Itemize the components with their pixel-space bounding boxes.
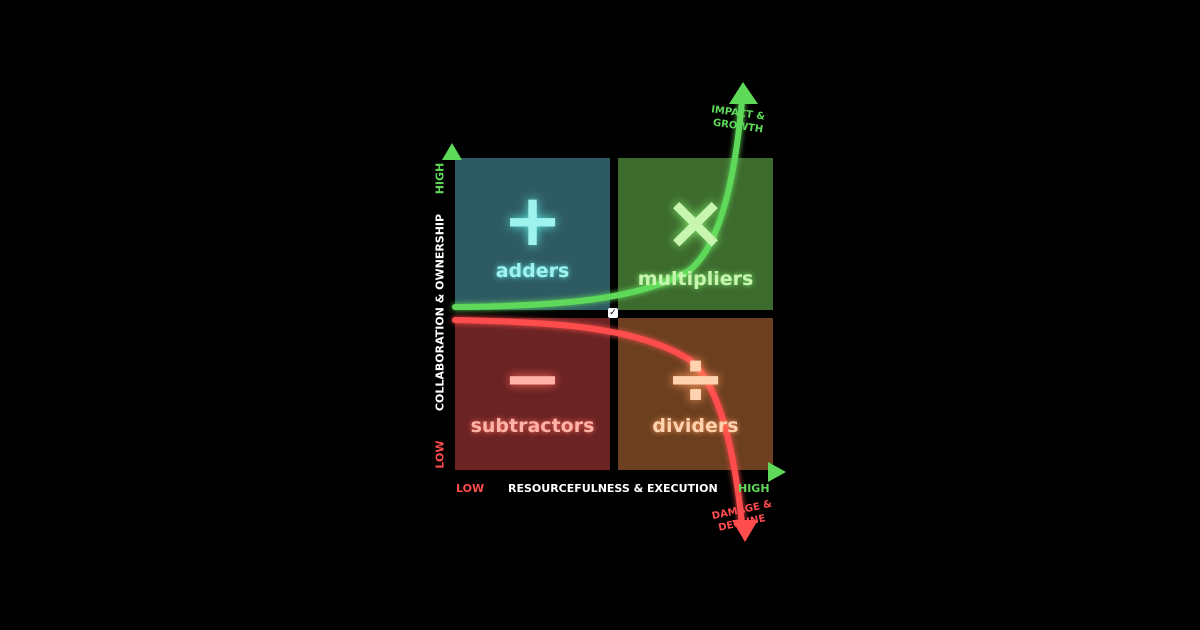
quadrant-multipliers-label: multipliers (637, 268, 754, 290)
y-axis-high-label: HIGH (433, 162, 447, 195)
growth-arrow-icon (729, 82, 758, 104)
y-axis-title: COLLABORATION & OWNERSHIP (433, 213, 447, 412)
subtractors-minus-icon: − (502, 336, 563, 420)
decline-arrow-icon (732, 520, 758, 542)
x-axis-title: RESOURCEFULNESS & EXECUTION (508, 482, 718, 495)
growth-curve (452, 97, 745, 310)
quadrant-adders-box (455, 158, 610, 310)
quadrant-dividers-label: dividers (652, 415, 739, 437)
center-check-icon: ✓ (608, 308, 618, 318)
multipliers-times-icon: × (663, 177, 728, 266)
adders-plus-icon: + (502, 178, 563, 262)
x-axis-low-label: LOW (456, 482, 485, 495)
dividers-divide-icon: ÷ (665, 336, 726, 420)
x-axis-arrow-icon (768, 462, 786, 482)
quadrant-subtractors-label: subtractors (470, 415, 595, 437)
quadrant-dividers-box (618, 318, 773, 470)
y-axis-arrow-icon (442, 143, 462, 160)
decline-curve (452, 317, 745, 528)
quadrant-multipliers-box (618, 158, 773, 310)
y-axis-low-label: LOW (433, 440, 447, 469)
x-axis-high-label: HIGH (738, 482, 770, 495)
quadrant-subtractors-box (455, 318, 610, 470)
quadrant-adders-label: adders (495, 260, 570, 282)
